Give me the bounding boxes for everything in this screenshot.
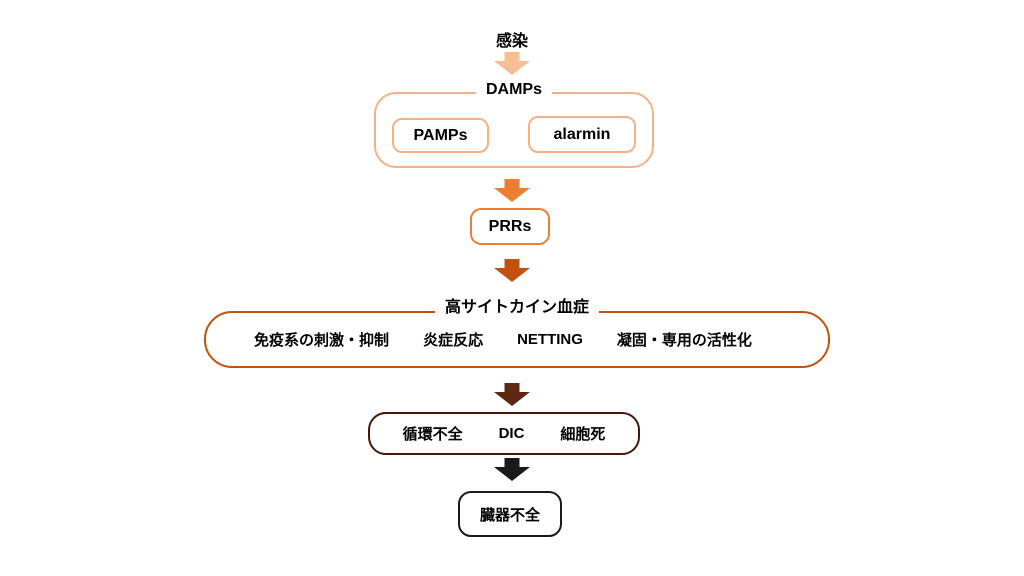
hypercytokinemia-items-row: 免疫系の刺激・抑制 炎症反応 NETTING 凝固・専用の活性化 [192,313,814,366]
coagulation-activation-label: 凝固・専用の活性化 [616,332,752,349]
prrs-box: PRRs [470,208,550,245]
organ-failure-label: 臓器不全 [479,506,540,524]
immune-stimulation-suppression-label: 免疫系の刺激・抑制 [254,332,390,349]
failure-items-row: 循環不全 DIC 細胞死 [370,414,638,453]
organ-failure-box: 臓器不全 [458,491,562,537]
damps-group-box: DAMPs PAMPs alarmin [374,80,654,168]
circulatory-failure-label: 循環不全 [402,426,463,443]
arrow-down-damps-to-prrs-icon [494,179,530,202]
infection-label: 感染 [495,33,529,50]
arrow-down-cytokine-to-failure-icon [494,383,530,406]
arrow-down-failure-to-organ-icon [494,458,530,481]
damps-group-label: DAMPs [475,80,553,99]
dic-label: DIC [498,425,525,442]
hypercytokinemia-group-box: 高サイトカイン血症 免疫系の刺激・抑制 炎症反応 NETTING 凝固・専用の活… [204,298,830,368]
arrow-down-infection-to-damps-icon [494,52,530,75]
pamps-box: PAMPs [392,118,489,153]
hypercytokinemia-group-label: 高サイトカイン血症 [434,298,600,317]
prrs-label: PRRs [488,217,532,235]
cell-death-label: 細胞死 [560,426,606,443]
alarmin-label: alarmin [553,125,611,143]
pamps-label: PAMPs [413,126,468,144]
alarmin-box: alarmin [528,116,636,153]
netting-label: NETTING [517,331,583,348]
inflammatory-response-label: 炎症反応 [423,332,484,349]
arrow-down-prrs-to-cytokine-icon [494,259,530,282]
failure-group-box: 循環不全 DIC 細胞死 [368,412,640,455]
